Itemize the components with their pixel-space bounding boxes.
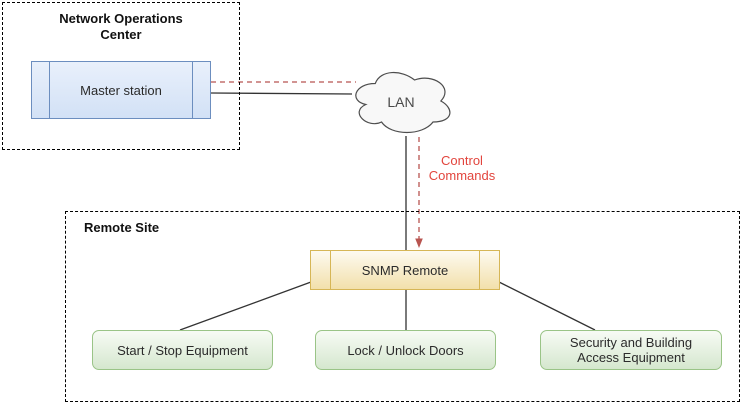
lan-cloud-shape	[355, 71, 451, 133]
link-master-to-lan	[210, 92, 353, 95]
node-lock-unlock-doors-label: Lock / Unlock Doors	[347, 342, 464, 358]
process-bar-right	[479, 251, 480, 289]
process-bar-right	[192, 62, 193, 118]
process-bar-left	[330, 251, 331, 289]
node-security-building-access: Security and Building Access Equipment	[540, 330, 722, 370]
control-flow-arrowhead-icon	[415, 238, 423, 248]
node-master-station: Master station	[31, 61, 211, 119]
node-snmp-remote: SNMP Remote	[310, 250, 500, 290]
remote-site-group-box	[65, 211, 740, 402]
remote-site-group-title: Remote Site	[84, 220, 160, 235]
node-master-station-label: Master station	[80, 82, 162, 98]
control-commands-label: Control Commands	[428, 153, 496, 183]
lan-cloud-label: LAN	[387, 94, 415, 110]
node-start-stop-equipment-label: Start / Stop Equipment	[117, 342, 248, 358]
process-bar-left	[49, 62, 50, 118]
noc-group-title: Network Operations Center	[59, 11, 183, 42]
node-lock-unlock-doors: Lock / Unlock Doors	[315, 330, 496, 370]
link-snmp-to-device-3	[498, 281, 596, 331]
node-snmp-remote-label: SNMP Remote	[361, 262, 449, 278]
noc-group-box	[2, 2, 240, 150]
node-security-building-access-label: Security and Building Access Equipment	[569, 335, 693, 365]
node-start-stop-equipment: Start / Stop Equipment	[92, 330, 273, 370]
link-snmp-to-device-1	[179, 281, 312, 331]
